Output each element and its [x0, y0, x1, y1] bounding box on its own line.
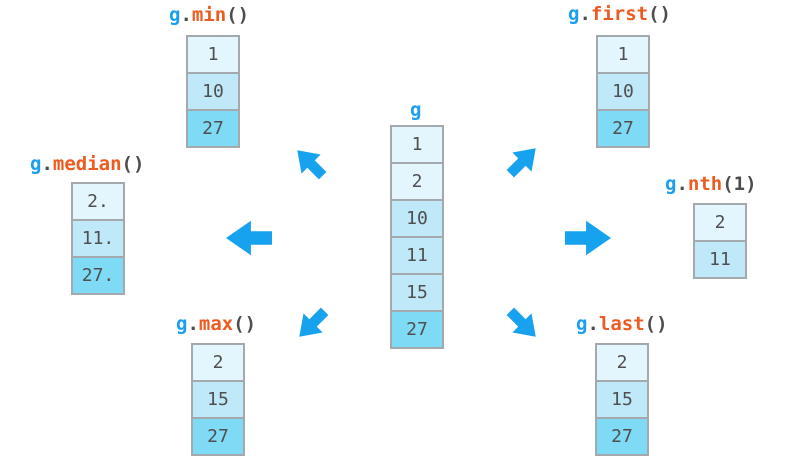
- code-dot: .: [180, 4, 192, 26]
- label-g-first: g.first(): [568, 3, 671, 25]
- table-cell: 10: [188, 72, 238, 109]
- label-g-median: g.median(): [30, 153, 144, 175]
- table-cell: 15: [597, 380, 647, 417]
- arrow-up-right-icon: [500, 138, 547, 185]
- arrow-right-icon: [565, 218, 611, 258]
- code-method: min: [191, 4, 227, 26]
- table-cell: 1: [598, 37, 648, 72]
- code-method: first: [590, 3, 649, 25]
- table-cell: 15: [392, 273, 442, 310]
- code-method: nth: [687, 173, 723, 195]
- table-cell: 2: [392, 162, 442, 199]
- code-args: (): [226, 4, 250, 26]
- code-method: max: [198, 313, 234, 335]
- code-method: median: [52, 153, 122, 175]
- code-dot: .: [676, 173, 688, 195]
- code-dot: .: [187, 313, 199, 335]
- arrow-down-left-icon: [289, 301, 336, 348]
- code-dot: .: [587, 313, 599, 335]
- label-g-max: g.max(): [176, 313, 256, 335]
- arrow-up-left-icon: [287, 140, 334, 187]
- table-cell: 27.: [73, 256, 123, 293]
- table-cell: 11: [392, 236, 442, 273]
- code-dot: .: [579, 3, 591, 25]
- code-object: g: [665, 173, 677, 195]
- arrow-down-right-icon: [500, 301, 547, 348]
- table-cell: 27: [193, 417, 243, 454]
- table-cell: 2.: [73, 184, 123, 219]
- arrow-left-icon: [226, 218, 272, 258]
- table-cell: 11.: [73, 219, 123, 256]
- code-object: g: [169, 4, 181, 26]
- code-dot: .: [41, 153, 53, 175]
- code-method: last: [598, 313, 645, 335]
- code-args: (): [233, 313, 257, 335]
- code-args: (1): [722, 173, 757, 195]
- table-cell: 10: [598, 72, 648, 109]
- table-cell: 27: [188, 109, 238, 146]
- table-cell: 27: [598, 109, 648, 146]
- table-cell: 27: [597, 417, 647, 454]
- table-cell: 11: [695, 240, 745, 277]
- code-args: (): [121, 153, 145, 175]
- label-g: g: [410, 99, 421, 121]
- label-g-min: g.min(): [169, 4, 249, 26]
- table-cell: 2: [193, 345, 243, 380]
- table-cell: 1: [392, 127, 442, 162]
- table-cell: 27: [392, 310, 442, 347]
- label-g-nth: g.nth(1): [665, 173, 757, 195]
- table-cell: 1: [188, 37, 238, 72]
- code-args: (): [644, 313, 668, 335]
- table-cell: 15: [193, 380, 243, 417]
- table-cell: 2: [695, 205, 745, 240]
- table-cell: 10: [392, 199, 442, 236]
- code-object: g: [176, 313, 188, 335]
- code-object: g: [30, 153, 42, 175]
- code-object: g: [410, 99, 422, 121]
- code-object: g: [576, 313, 588, 335]
- table-cell: 2: [597, 345, 647, 380]
- table-g-median: 2.11.27.: [71, 182, 125, 295]
- label-g-last: g.last(): [576, 313, 668, 335]
- code-object: g: [568, 3, 580, 25]
- code-args: (): [648, 3, 671, 25]
